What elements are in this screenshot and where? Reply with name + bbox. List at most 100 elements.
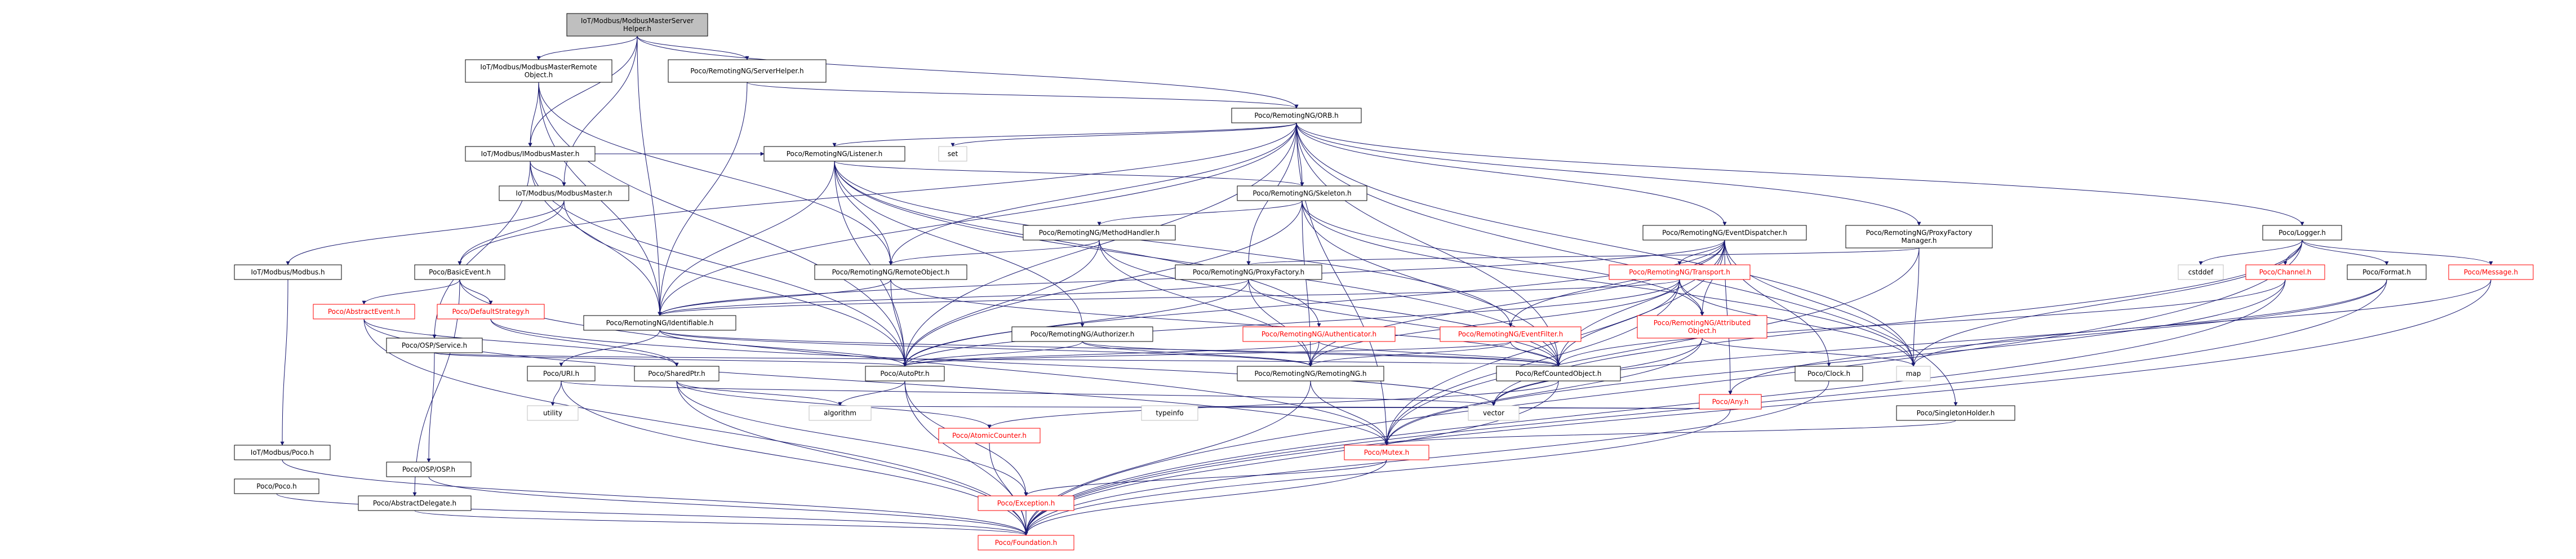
node-ioTModbusPoco[interactable]: IoT/Modbus/Poco.h — [234, 445, 331, 460]
node-autoPtr[interactable]: Poco/AutoPtr.h — [865, 366, 945, 381]
node-uri[interactable]: Poco/URI.h — [527, 366, 596, 381]
node-label: typeinfo — [1156, 409, 1183, 417]
edge-logger-to-message — [2302, 239, 2493, 265]
edge-basicEvent-to-defaultStrategy — [459, 279, 493, 305]
node-channel[interactable]: Poco/Channel.h — [2245, 264, 2325, 280]
node-label: Poco/AbstractEvent.h — [328, 308, 400, 316]
node-modbusMaster[interactable]: IoT/Modbus/ModbusMaster.h — [499, 185, 629, 201]
node-label: Poco/OSP/Service.h — [402, 341, 467, 349]
edge-refCounted-to-atomicCounter — [987, 380, 1559, 429]
node-remoteObject[interactable]: Poco/RemotingNG/RemoteObject.h — [814, 264, 967, 280]
node-abstractEvent[interactable]: Poco/AbstractEvent.h — [313, 304, 415, 320]
node-box — [234, 264, 342, 280]
edge-skeleton-to-map — [1302, 200, 1916, 367]
node-basicEvent[interactable]: Poco/BasicEvent.h — [414, 264, 505, 280]
node-mutex[interactable]: Poco/Mutex.h — [1344, 445, 1429, 460]
edge-autoPtr-to-foundation — [904, 380, 1028, 536]
edge-listener-to-refCounted — [834, 161, 1561, 367]
node-iModbusMaster[interactable]: IoT/Modbus/IModbusMaster.h — [465, 146, 596, 162]
node-any[interactable]: Poco/Any.h — [1699, 394, 1762, 410]
edge-authorizer-to-autoPtr — [903, 341, 1083, 367]
node-pocoPoco[interactable]: Poco/Poco.h — [234, 478, 319, 494]
node-label-line: Poco/RemotingNG/ORB.h — [1254, 112, 1338, 119]
node-label-line: Poco/RemotingNG/Authorizer.h — [1031, 330, 1135, 338]
edge-orb-to-set — [951, 122, 1297, 147]
node-defaultStrategy[interactable]: Poco/DefaultStrategy.h — [437, 304, 545, 320]
node-remotingNG[interactable]: Poco/RemotingNG/RemotingNG.h — [1237, 366, 1384, 381]
node-label-line: map — [1906, 370, 1921, 378]
node-label-line: algorithm — [824, 409, 856, 417]
edge-format-to-vector — [1491, 279, 2387, 406]
node-exception[interactable]: Poco/Exception.h — [978, 495, 1074, 511]
node-methodHandler[interactable]: Poco/RemotingNG/MethodHandler.h — [1023, 225, 1176, 241]
node-format[interactable]: Poco/Format.h — [2347, 264, 2427, 280]
node-listener[interactable]: Poco/RemotingNG/Listener.h — [763, 146, 905, 162]
edge-attributedObject-to-mutex — [1384, 338, 1703, 446]
node-box — [978, 535, 1074, 551]
node-serverHelper[interactable]: Poco/RemotingNG/ServerHelper.h — [668, 59, 827, 83]
node-label: map — [1906, 370, 1921, 378]
node-authenticator[interactable]: Poco/RemotingNG/Authenticator.h — [1242, 326, 1396, 342]
node-foundation[interactable]: Poco/Foundation.h — [978, 535, 1074, 551]
node-label-line: IoT/Modbus/ModbusMaster.h — [516, 189, 612, 197]
edge-orb-to-basicEvent — [458, 122, 1297, 265]
node-label-line: Poco/Message.h — [2464, 268, 2518, 276]
node-skeleton[interactable]: Poco/RemotingNG/Skeleton.h — [1237, 185, 1367, 201]
node-label: Poco/RemotingNG/RemotingNG.h — [1254, 370, 1366, 378]
node-proxyFactory[interactable]: Poco/RemotingNG/ProxyFactory.h — [1175, 264, 1322, 280]
node-label: utility — [543, 409, 562, 417]
node-abstractDelegate[interactable]: Poco/AbstractDelegate.h — [358, 495, 472, 511]
node-message[interactable]: Poco/Message.h — [2448, 264, 2534, 280]
node-label: Poco/Poco.h — [256, 482, 296, 490]
node-authorizer[interactable]: Poco/RemotingNG/Authorizer.h — [1011, 326, 1153, 342]
edge-iModbusMaster-to-modbusMaster — [530, 161, 566, 187]
edge-ioTModbusPoco-to-foundation — [282, 459, 1028, 536]
node-clock[interactable]: Poco/Clock.h — [1795, 366, 1863, 381]
edge-orb-to-singletonHolder — [1296, 122, 1958, 406]
node-label-line: Object.h — [1688, 327, 1717, 335]
node-identifiable[interactable]: Poco/RemotingNG/Identifiable.h — [583, 315, 736, 331]
edge-eventFilter-to-refCounted — [1510, 341, 1561, 367]
node-label-line: Poco/BasicEvent.h — [429, 268, 491, 276]
edge-orb-to-listener — [832, 122, 1297, 147]
edge-listener-to-eventFilter — [834, 161, 1513, 327]
node-osgiService[interactable]: Poco/OSP/Service.h — [386, 338, 483, 353]
edge-skeleton-to-attributedObject — [1302, 200, 1704, 316]
node-box — [1896, 366, 1931, 381]
node-box — [2178, 264, 2224, 280]
node-label-line: utility — [543, 409, 562, 417]
node-refCounted[interactable]: Poco/RefCountedObject.h — [1496, 366, 1621, 381]
node-label: cstddef — [2188, 268, 2214, 276]
node-atomicCounter[interactable]: Poco/AtomicCounter.h — [938, 428, 1041, 443]
node-singletonHolder[interactable]: Poco/SingletonHolder.h — [1896, 405, 2015, 421]
edge-listener-to-authorizer — [834, 161, 1085, 327]
node-label-line: Poco/Poco.h — [256, 482, 296, 490]
edge-orb-to-eventDispatcher — [1296, 122, 1727, 226]
node-ioTModbus[interactable]: IoT/Modbus/Modbus.h — [234, 264, 342, 280]
node-label: IoT/Modbus/Modbus.h — [251, 268, 325, 276]
edge-authorizer-to-refCounted — [1082, 341, 1561, 367]
edge-transport-to-mutex — [1384, 279, 1680, 446]
node-logger[interactable]: Poco/Logger.h — [2262, 225, 2342, 241]
edge-autoPtr-to-algorithm — [838, 380, 905, 406]
node-osgiOSP[interactable]: Poco/OSP/OSP.h — [386, 462, 472, 477]
node-transport[interactable]: Poco/RemotingNG/Transport.h — [1609, 264, 1751, 280]
node-label-line: Poco/RemotingNG/EventDispatcher.h — [1662, 229, 1787, 237]
node-sharedPtr[interactable]: Poco/SharedPtr.h — [634, 366, 719, 381]
edge-transport-to-map — [1679, 279, 1916, 367]
edge-eventDispatcher-to-eventFilter — [1508, 239, 1725, 327]
node-eventFilter[interactable]: Poco/RemotingNG/EventFilter.h — [1440, 326, 1582, 342]
node-box — [499, 185, 629, 201]
node-label: Poco/Format.h — [2362, 268, 2411, 276]
edge-channel-to-mutex — [1384, 279, 2286, 446]
node-label-line: Poco/Exception.h — [997, 499, 1055, 507]
node-orb[interactable]: Poco/RemotingNG/ORB.h — [1231, 108, 1362, 123]
node-label-line: Object.h — [525, 71, 553, 79]
node-eventDispatcher[interactable]: Poco/RemotingNG/EventDispatcher.h — [1642, 225, 1807, 241]
